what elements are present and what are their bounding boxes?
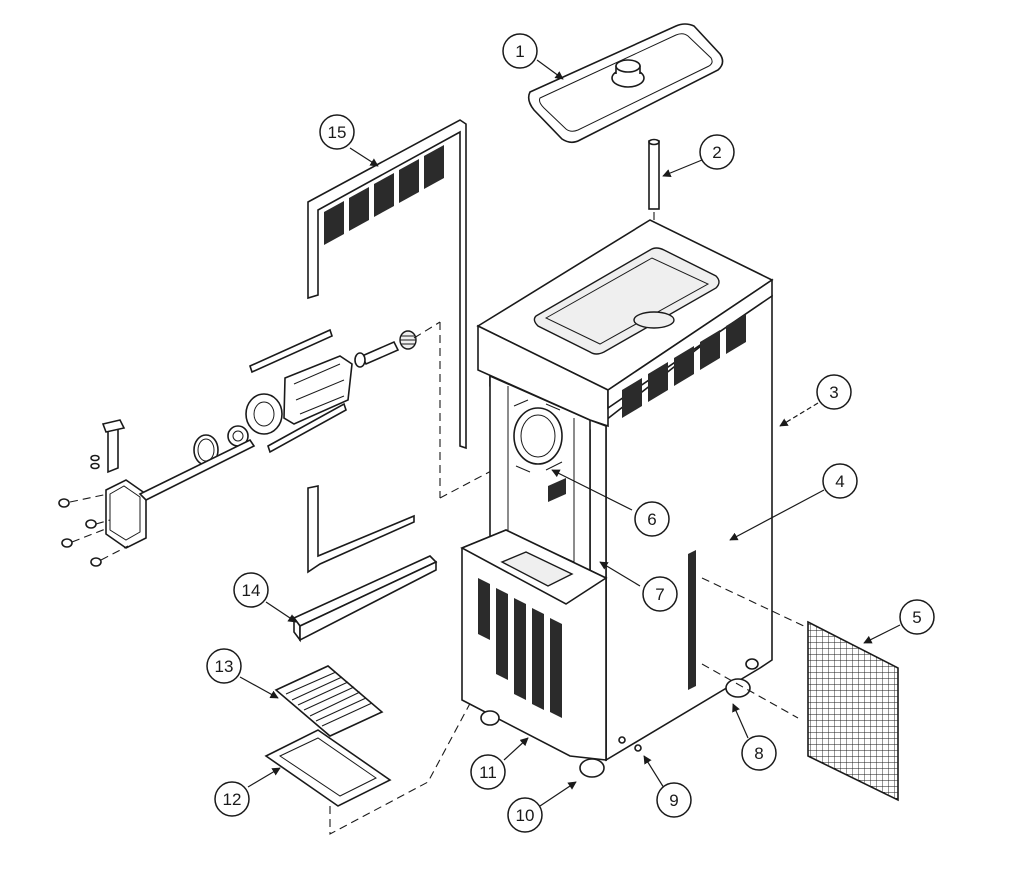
svg-text:14: 14 (242, 581, 261, 600)
svg-text:7: 7 (655, 585, 664, 604)
drip-pan (264, 729, 392, 807)
caster-wheels (480, 658, 759, 778)
freezer-door-assembly (193, 321, 513, 499)
callout-9: 9 (656, 782, 692, 818)
freezer-cabinet (460, 219, 774, 778)
drip-tray-rail (292, 555, 438, 643)
base-louvers (478, 578, 562, 718)
callout-15: 15 (319, 114, 355, 150)
callout-10: 10 (507, 797, 543, 833)
svg-text:1: 1 (515, 42, 524, 61)
callout-8: 8 (741, 735, 777, 771)
callout-2: 2 (699, 134, 735, 170)
svg-text:5: 5 (912, 608, 921, 627)
svg-text:15: 15 (328, 123, 347, 142)
svg-text:6: 6 (647, 510, 656, 529)
callout-11: 11 (470, 754, 506, 790)
callout-12: 12 (214, 781, 250, 817)
hopper-cover (527, 23, 724, 144)
callout-leaders (239, 59, 901, 807)
callout-7: 7 (642, 576, 678, 612)
svg-text:4: 4 (835, 472, 844, 491)
drip-tray-grate (274, 665, 384, 737)
callout-3: 3 (816, 374, 852, 410)
svg-text:10: 10 (516, 806, 535, 825)
callout-14: 14 (233, 572, 269, 608)
callout-13: 13 (206, 648, 242, 684)
side-panel-louvers (324, 145, 444, 245)
side-panel (307, 119, 467, 574)
svg-text:3: 3 (829, 383, 838, 402)
svg-text:9: 9 (669, 791, 678, 810)
svg-text:2: 2 (712, 143, 721, 162)
side-louvers (622, 314, 746, 418)
callout-6: 6 (634, 501, 670, 537)
callout-1: 1 (502, 33, 538, 69)
air-filter-screen (701, 577, 899, 802)
svg-text:8: 8 (754, 744, 763, 763)
callout-5: 5 (899, 599, 935, 635)
svg-text:12: 12 (223, 790, 242, 809)
svg-text:11: 11 (479, 763, 497, 782)
svg-text:13: 13 (215, 657, 234, 676)
faceplate-and-draw-valve (58, 419, 256, 567)
callout-4: 4 (822, 463, 858, 499)
